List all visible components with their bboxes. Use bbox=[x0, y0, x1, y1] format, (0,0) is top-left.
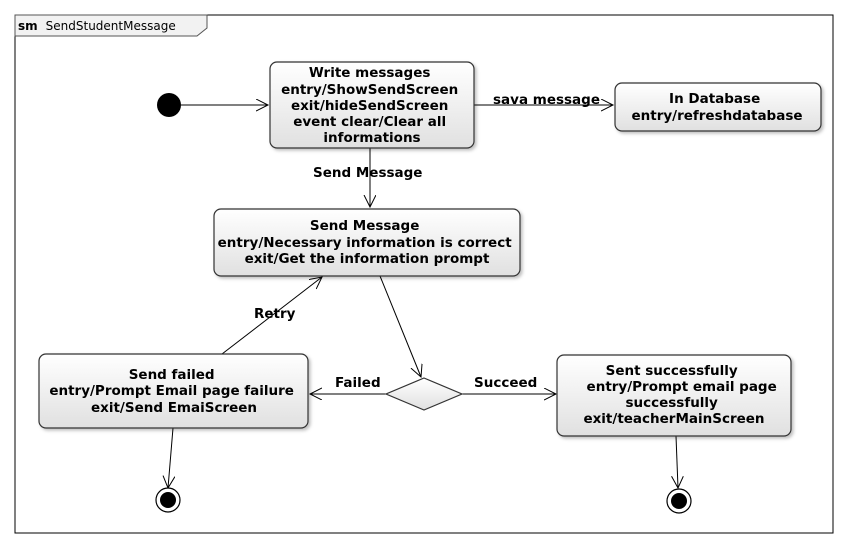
label-save-message: sava message bbox=[493, 92, 600, 108]
state-sent-successfully: Sent successfully entry/Prompt email pag… bbox=[556, 354, 792, 437]
edge-send-to-decision bbox=[379, 275, 421, 377]
svg-text:Send failed entry/Promp: Send failed entry/Prompt Email page fail… bbox=[49, 367, 298, 416]
decision-node bbox=[384, 377, 464, 411]
label-retry: Retry bbox=[254, 306, 296, 322]
label-failed: Failed bbox=[335, 375, 381, 391]
initial-node bbox=[157, 93, 181, 117]
final-node-success bbox=[666, 488, 692, 514]
state-in-database: In Database entry/refreshdatabase bbox=[614, 82, 822, 132]
label-succeed: Succeed bbox=[474, 375, 537, 391]
label-send-message: Send Message bbox=[313, 165, 422, 181]
edge-success-to-final bbox=[676, 435, 678, 488]
state-send-failed: Send failed entry/Prompt Email page fail… bbox=[38, 353, 309, 429]
svg-text:Sent successfully entry/: Sent successfully entry/Prompt email pag… bbox=[583, 363, 781, 427]
frame-label: sm SendStudentMessage bbox=[18, 17, 176, 34]
svg-text:In Database entry/refres: In Database entry/refreshdatabase bbox=[631, 91, 802, 124]
state-send-message: Send Message entry/Necessary information… bbox=[213, 208, 521, 277]
svg-text:Write messages entry/Sho: Write messages entry/ShowSendScreen exit… bbox=[281, 65, 463, 146]
final-node-failed bbox=[155, 487, 181, 513]
state-write-messages: Write messages entry/ShowSendScreen exit… bbox=[269, 61, 475, 149]
edge-failed-retry bbox=[221, 277, 322, 355]
edge-failed-to-final bbox=[168, 427, 173, 488]
svg-text:Send Message entry/Neces: Send Message entry/Necessary information… bbox=[218, 218, 517, 267]
